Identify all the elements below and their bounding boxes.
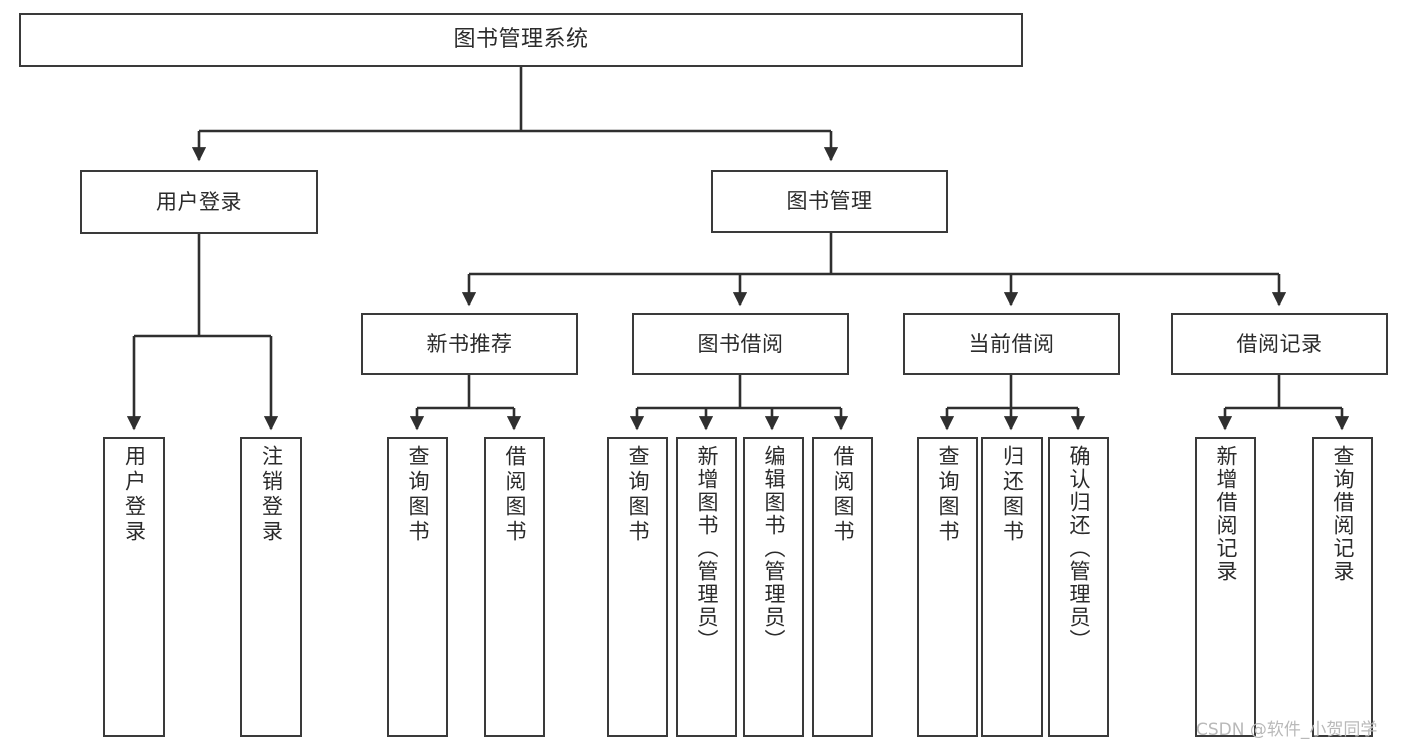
node-new-book-recommend-label: 新书推荐 [426,331,513,356]
node-new-book-recommend[interactable]: 新书推荐 [361,313,578,375]
leaf-add-record-label: 新增借阅记录 [1214,445,1238,583]
watermark: CSDN @软件_小贺同学 [1196,720,1378,740]
leaf-user-login[interactable]: 用户登录 [103,437,165,737]
leaf-query-book-2[interactable]: 查询图书 [607,437,668,737]
node-borrow-record-label: 借阅记录 [1236,331,1323,356]
leaf-borrow-book-1-label: 借阅图书 [503,445,527,545]
leaf-edit-book[interactable]: 编辑图书（管理员） [743,437,804,737]
node-borrow-record[interactable]: 借阅记录 [1171,313,1388,375]
leaf-query-book-2-label: 查询图书 [626,445,650,545]
leaf-confirm-return[interactable]: 确认归还（管理员） [1048,437,1109,737]
leaf-add-book[interactable]: 新增图书（管理员） [676,437,737,737]
leaf-confirm-return-label: 确认归还（管理员） [1067,445,1091,652]
leaf-query-book-1[interactable]: 查询图书 [387,437,448,737]
leaf-query-book-1-label: 查询图书 [406,445,430,545]
node-book-borrow-label: 图书借阅 [697,331,784,356]
leaf-query-record[interactable]: 查询借阅记录 [1312,437,1373,737]
node-book-manage-label: 图书管理 [786,189,873,214]
leaf-user-login-label: 用户登录 [122,445,147,545]
node-root[interactable]: 图书管理系统 [19,13,1023,67]
node-root-label: 图书管理系统 [453,27,589,53]
leaf-return-book[interactable]: 归还图书 [981,437,1043,737]
leaf-add-book-label: 新增图书（管理员） [695,445,719,652]
node-book-borrow[interactable]: 图书借阅 [632,313,849,375]
leaf-user-logout[interactable]: 注销登录 [240,437,302,737]
node-user-login[interactable]: 用户登录 [80,170,318,234]
node-book-manage[interactable]: 图书管理 [711,170,948,233]
leaf-user-logout-label: 注销登录 [259,445,284,545]
node-user-login-label: 用户登录 [156,189,242,214]
leaf-borrow-book-1[interactable]: 借阅图书 [484,437,545,737]
leaf-query-book-3[interactable]: 查询图书 [917,437,978,737]
leaf-query-book-3-label: 查询图书 [936,445,960,545]
leaf-add-record[interactable]: 新增借阅记录 [1195,437,1256,737]
leaf-borrow-book-2-label: 借阅图书 [831,445,855,545]
leaf-borrow-book-2[interactable]: 借阅图书 [812,437,873,737]
leaf-return-book-label: 归还图书 [1000,445,1025,545]
leaf-query-record-label: 查询借阅记录 [1331,445,1355,583]
leaf-edit-book-label: 编辑图书（管理员） [762,445,786,652]
node-current-borrow[interactable]: 当前借阅 [903,313,1120,375]
node-current-borrow-label: 当前借阅 [968,331,1055,356]
